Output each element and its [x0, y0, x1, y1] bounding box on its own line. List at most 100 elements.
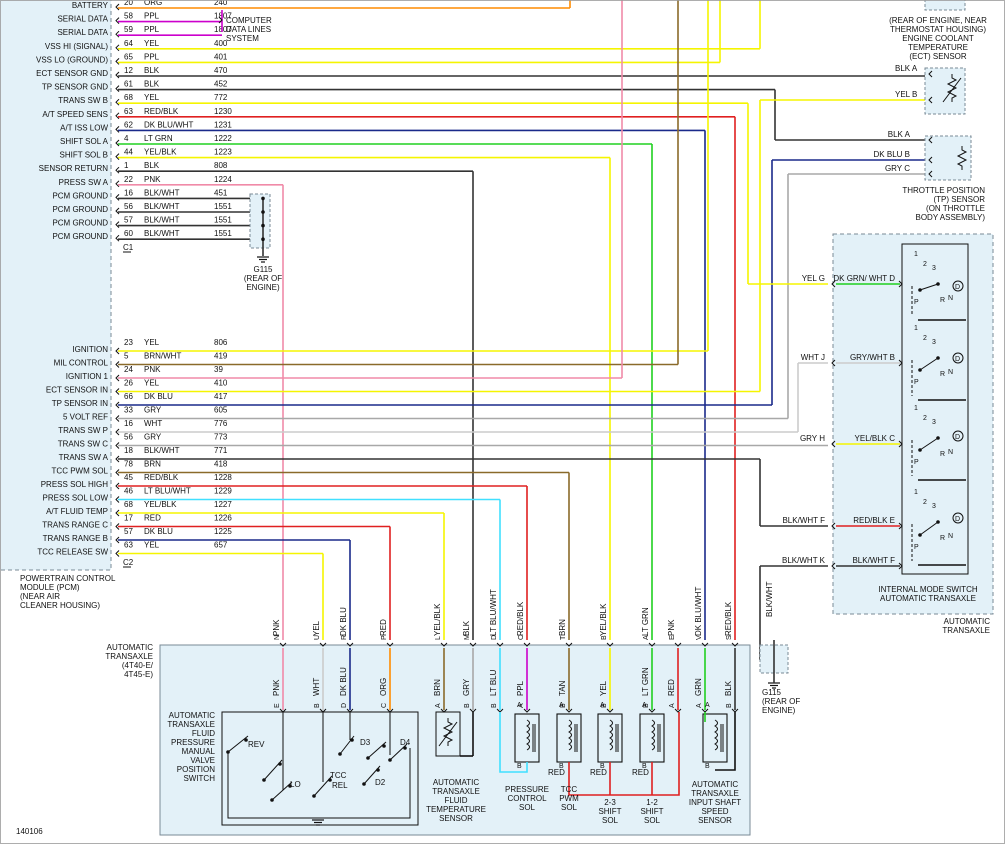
pcm-pin-label: PRESS SW A [59, 178, 109, 187]
pin-number: 63 [124, 107, 133, 116]
pcm-pin-label: TRANS SW A [59, 453, 109, 462]
pin-number: 45 [124, 473, 133, 482]
pcm-pin-label: TRANS SW P [58, 426, 108, 435]
pcm-pin-label: VSS LO (GROUND) [36, 55, 108, 64]
transaxle-outer-pin: C [518, 635, 525, 640]
pin-number: 1 [124, 161, 129, 170]
iss-sensor-title-line: SENSOR [698, 816, 732, 825]
ect-sensor-title-line: (ECT) SENSOR [909, 52, 967, 61]
switch-contact [936, 356, 940, 360]
pc-sol-title-line: PRESSURE [505, 785, 549, 794]
switch-pivot [918, 448, 922, 452]
pin-number: 17 [124, 514, 133, 523]
circuit-number: 1551 [214, 202, 232, 211]
switch-gear-d3: D3 [360, 738, 371, 747]
pcm-module-box [0, 0, 112, 571]
transaxle-title-line: AUTOMATIC [107, 643, 154, 652]
pin-number: 78 [124, 460, 133, 469]
switch-blade [919, 357, 939, 371]
pcm-pin-label: A/T SPEED SENS [42, 110, 108, 119]
circuit-number: 1229 [214, 487, 232, 496]
ground-wire-label: BLK/WHT [765, 581, 774, 617]
switch-gear-tcc: TCC [330, 771, 347, 780]
pcm-terminal [115, 509, 120, 517]
pcm-pin-label: IGNITION 1 [66, 372, 109, 381]
circuit-number: 1807 [214, 25, 232, 34]
pressure-switch-title-line: SWITCH [183, 774, 215, 783]
wire-color-label: PPL [144, 52, 160, 61]
pcm-pin-label: PCM GROUND [52, 219, 108, 228]
connector-label-c1: C1 [123, 243, 134, 252]
transaxle-inner-color: RED [667, 679, 676, 696]
transaxle-inner-pin: B [560, 703, 567, 708]
mode-switch-outer-label: YEL G [802, 274, 825, 283]
pcm-pin-label: VSS HI (SIGNAL) [45, 42, 108, 51]
tcc-pwm-sol-title-line: SOL [561, 803, 578, 812]
pcm-pin-label: TRANS SW C [58, 440, 108, 449]
transaxle-inner-pin: E [274, 703, 281, 708]
pin-number: 68 [124, 93, 133, 102]
wire-color-label: YEL [144, 338, 160, 347]
transaxle-inner-pin: A [669, 703, 676, 708]
gear-letter-r: R [940, 535, 945, 542]
pin-number: 64 [124, 39, 133, 48]
gear-letter-d: D [955, 284, 960, 291]
transaxle-terminal [346, 642, 354, 647]
transaxle-inner-color: GRY [462, 678, 471, 696]
wire-color-label: BLK [144, 80, 160, 89]
transaxle-inner-pin: B [601, 703, 608, 708]
transaxle-terminal [731, 642, 739, 647]
iss-sensor-title-line: INPUT SHAFT [689, 798, 741, 807]
computer-data-lines-line: COMPUTER [226, 16, 272, 25]
wire-color-label: BLK/WHT [144, 229, 180, 238]
tp-pin-label: BLK A [888, 130, 911, 139]
transaxle-terminal [386, 642, 394, 647]
transaxle-outer-pin: V [696, 635, 703, 640]
gear-number: 1 [914, 489, 918, 496]
transaxle-inner-color: GRN [694, 678, 703, 696]
pin-number: 12 [124, 66, 133, 75]
pcm-pin-label: A/T ISS LOW [60, 123, 108, 132]
wire-color-label: YEL [144, 93, 160, 102]
g115-lower-label-line: ENGINE) [762, 706, 796, 715]
pcm-pin-label: MIL CONTROL [54, 359, 109, 368]
switch-contact [244, 738, 248, 742]
computer-data-lines-line: DATA LINES [226, 25, 271, 34]
pcm-terminal [115, 428, 120, 436]
pcm-terminal [115, 455, 120, 463]
pin-number: 46 [124, 487, 133, 496]
circuit-number: 240 [214, 0, 228, 7]
transaxle-outer-pin: L [435, 636, 442, 640]
pcm-pin-label: TCC PWM SOL [52, 467, 109, 476]
g115-upper-label-line: (REAR OF [244, 274, 282, 283]
tp-potentiometer [956, 146, 968, 170]
wire-color-label: RED [144, 514, 161, 523]
red-jumper-label: RED [590, 768, 607, 777]
tp-pin-label: GRY C [885, 164, 910, 173]
transaxle-outer-color: BLK [462, 620, 471, 636]
transaxle-inner-color: DK BLU [339, 667, 348, 696]
transaxle-outer-color: YEL/BLK [433, 603, 442, 636]
wire-color-label: LT BLU/WHT [144, 487, 191, 496]
transaxle-inner-pin: B [464, 703, 471, 708]
transaxle-terminal [523, 708, 531, 713]
transaxle-inner-color: WHT [312, 678, 321, 696]
circuit-number: 1224 [214, 175, 232, 184]
sol-pin-label: A [517, 702, 522, 709]
shift-23-title-line: SHIFT [598, 807, 621, 816]
circuit-number: 1226 [214, 514, 232, 523]
pressure-switch-title-line: PRESSURE [171, 738, 215, 747]
iss-sensor-title-line: TRANSAXLE [691, 789, 739, 798]
splice-dot [261, 223, 265, 228]
wire-color-label: DK BLU [144, 392, 173, 401]
mode-switch-title-line: AUTOMATIC TRANSAXLE [880, 594, 976, 603]
transaxle-title-line: 4T45-E) [124, 670, 153, 679]
switch-gear-d2: D2 [375, 778, 386, 787]
circuit-number: 806 [214, 338, 228, 347]
gear-letter-p: P [914, 544, 919, 551]
transaxle-outer-pin: B [601, 635, 608, 640]
tcc-pwm-sol-title-line: TCC [561, 785, 578, 794]
pressure-switch-title-line: MANUAL [182, 747, 216, 756]
ect-pin-label: YEL B [895, 90, 917, 99]
wire-sol-feed-red [568, 712, 680, 796]
